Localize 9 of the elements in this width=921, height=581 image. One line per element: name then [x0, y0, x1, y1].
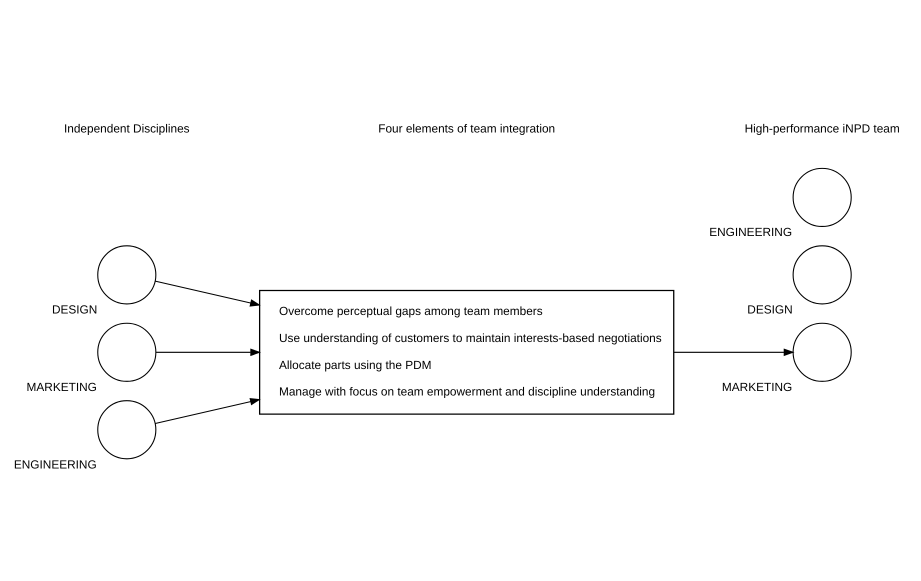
- node-label: ENGINEERING: [14, 456, 97, 471]
- node-label: ENGINEERING: [709, 224, 792, 238]
- label: Four elements of team integration: [378, 121, 556, 136]
- label: High-performance iNPD team: [744, 121, 900, 136]
- node-label: DESIGN: [747, 302, 793, 316]
- node-label: MARKETING: [722, 379, 792, 394]
- node-label: MARKETING: [26, 379, 97, 394]
- node-label: DESIGN: [52, 302, 98, 316]
- label: Independent Disciplines: [64, 121, 190, 136]
